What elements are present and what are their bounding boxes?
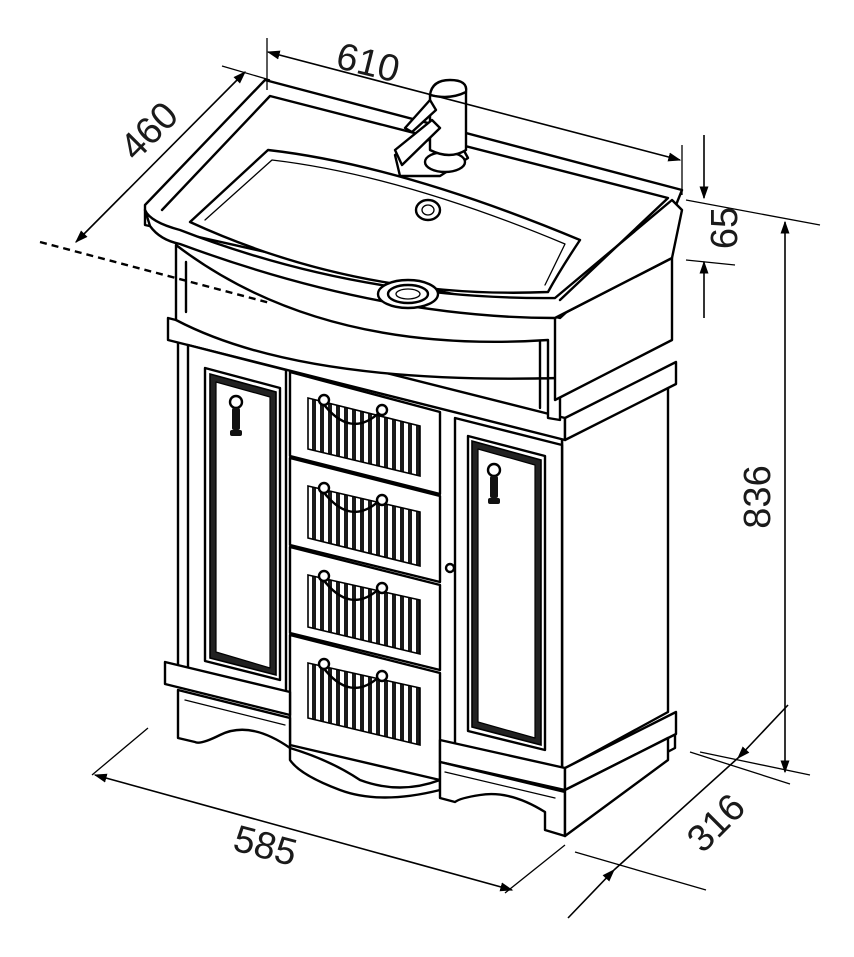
dimline-depth-top	[75, 71, 246, 243]
drawer-1	[288, 370, 442, 496]
drawer-4	[288, 633, 442, 782]
label-depth-base: 316	[679, 786, 754, 861]
upper-frame-band-side	[563, 360, 678, 442]
dimension-lines	[39, 38, 821, 919]
lower-band-left	[163, 660, 292, 717]
overflow-hole	[414, 198, 442, 222]
right-door-handle	[486, 462, 502, 504]
dimline-width-top	[266, 50, 682, 162]
dimline-depth-base-b	[567, 869, 615, 919]
label-height: 836	[737, 465, 779, 528]
reference-dashed-line	[39, 240, 271, 305]
lower-band-side	[563, 710, 678, 792]
drawer-3	[288, 545, 442, 672]
sink-front-skirt	[174, 243, 562, 422]
cabinet-right-side	[560, 378, 670, 772]
label-sink-thickness: 65	[704, 207, 746, 249]
cabinet-body	[163, 316, 678, 838]
sink-drain	[376, 278, 440, 310]
right-door	[444, 416, 564, 772]
label-width-top: 610	[332, 35, 404, 91]
drawer-2	[288, 456, 442, 584]
drawer-stack	[288, 370, 442, 782]
hinge-pin	[444, 562, 456, 574]
sink-bowl	[188, 148, 582, 294]
label-depth-top: 460	[112, 94, 187, 169]
label-width-base: 585	[229, 818, 301, 875]
left-door	[186, 343, 288, 702]
dimline-depth-base-a	[737, 704, 789, 759]
left-door-handle	[228, 394, 244, 436]
dimline-width-base	[93, 773, 514, 892]
